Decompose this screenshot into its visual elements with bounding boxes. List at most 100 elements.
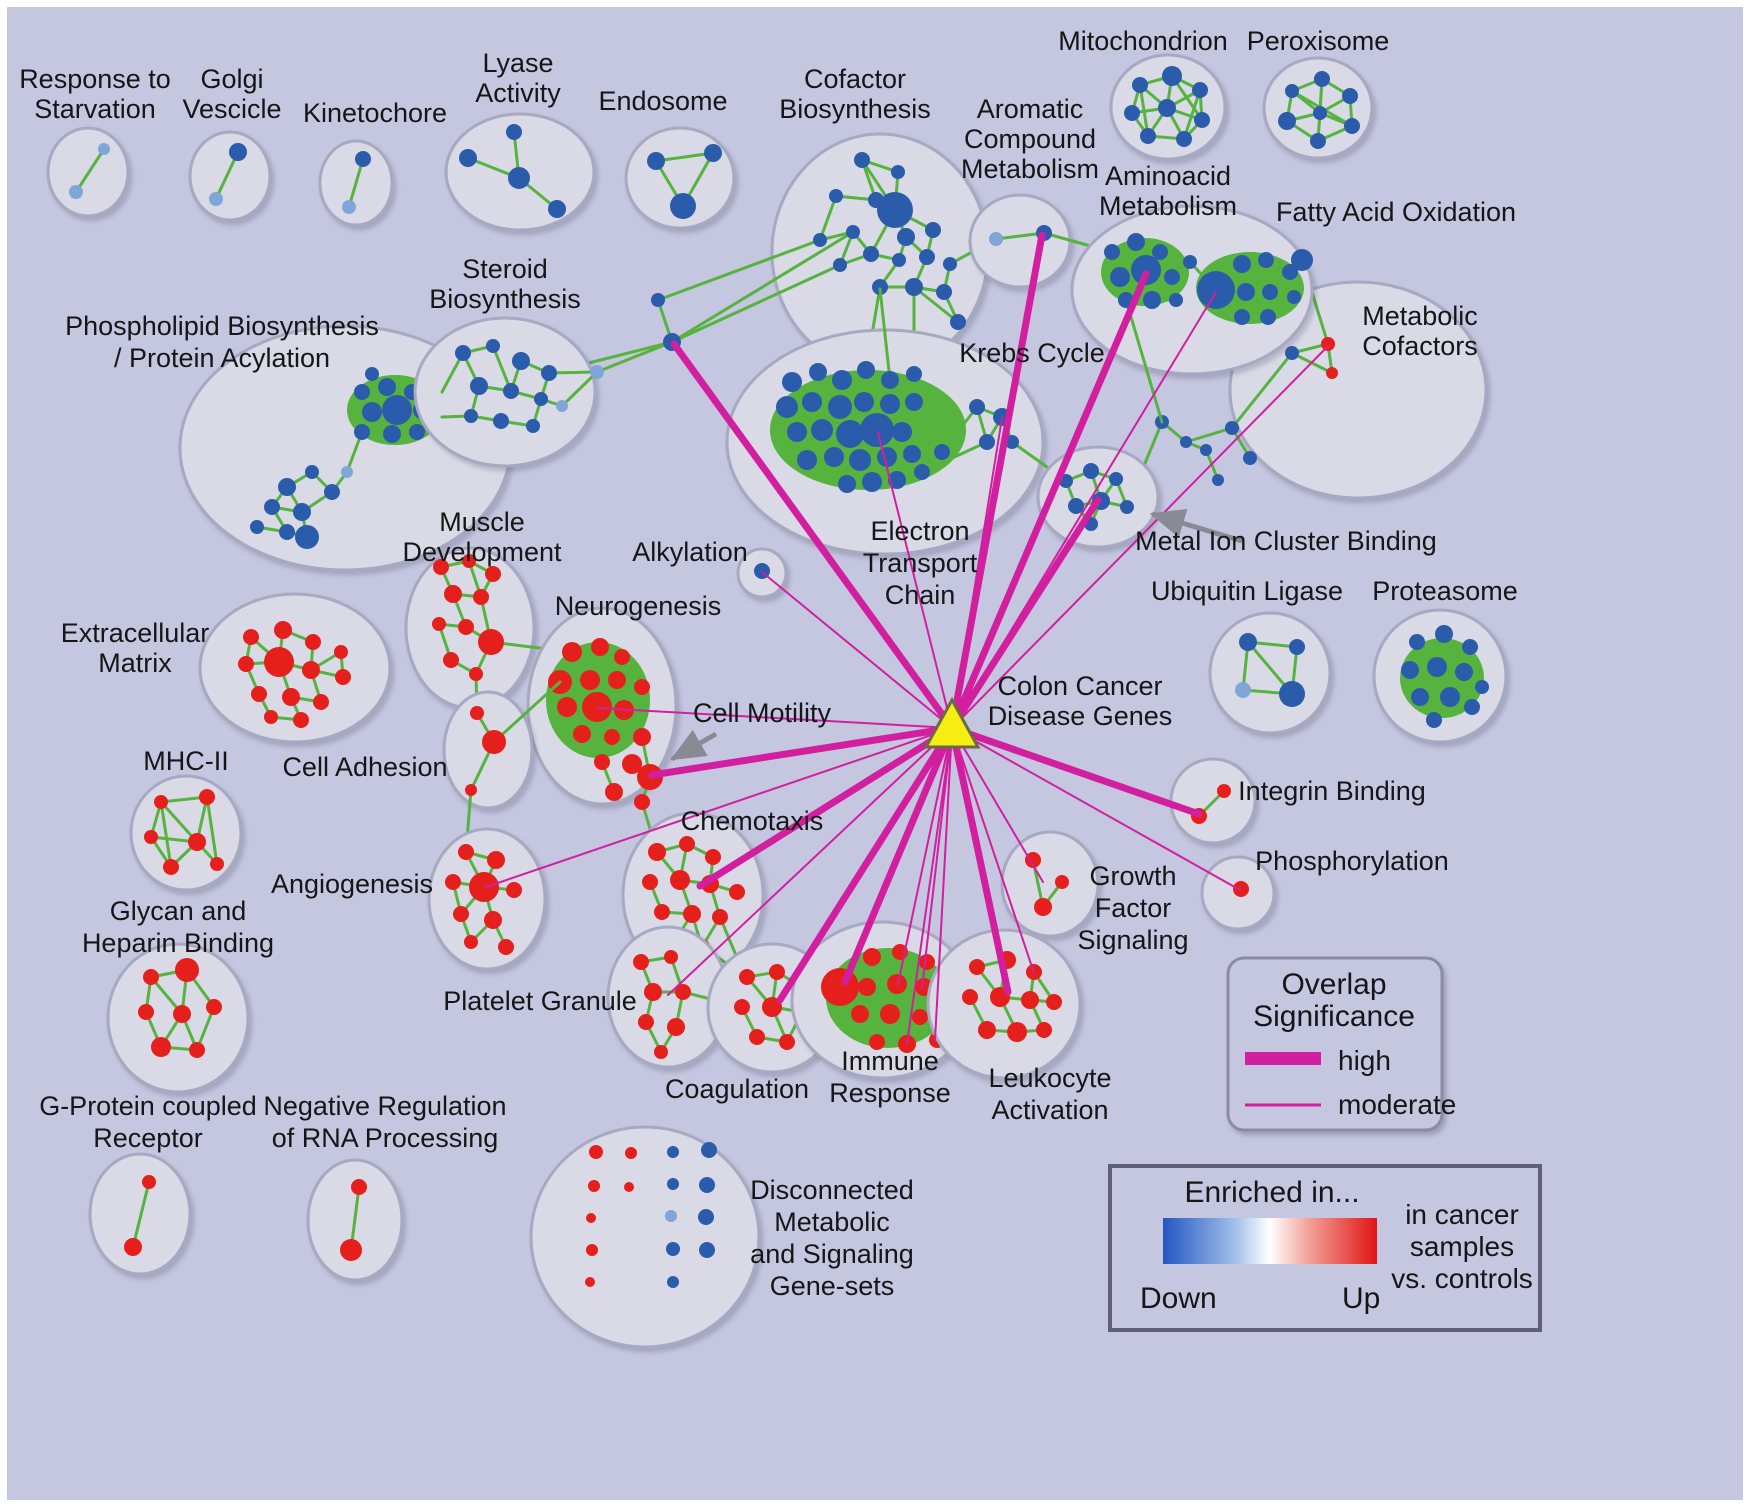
label-proteasome: Proteasome [1372,576,1518,606]
label-metabolic-cofactors-2: Cofactors [1362,331,1478,361]
label-immune-response: Immune [841,1046,939,1076]
legend-high-label: high [1338,1045,1391,1076]
label-kinetochore: Kinetochore [303,98,447,128]
legend-up-label: Up [1342,1282,1380,1315]
cluster-aminoacid-fatty-acid [1070,204,1314,424]
label-metabolic-cofactors: Metabolic [1362,301,1478,331]
cluster-platelet-granule [606,925,744,1069]
label-colon-cancer-disease-genes-2: Disease Genes [988,701,1173,731]
label-negative-regulation-rna: Negative Regulation [263,1091,506,1121]
legend-overlap-box [1226,956,1444,1132]
cluster-glycan-heparin-binding [106,942,250,1094]
legend-high-line [1245,1052,1321,1065]
legend-enrichment-note-2: samples [1410,1231,1514,1262]
legend-overlap: Overlap Significance high moderate [1226,956,1456,1132]
label-growth-factor-signaling-2: Factor [1095,893,1172,923]
legend-down-label: Down [1140,1282,1217,1315]
label-steroid-biosynthesis-2: Biosynthesis [429,284,581,314]
label-glycan-heparin-binding-2: Heparin Binding [82,928,274,958]
cluster-mhc-ii [129,774,243,892]
cluster-labels: Response to Starvation Golgi Vescicle Ki… [19,26,1518,1301]
legend-gradient-bar [1163,1218,1377,1264]
cluster-extracellular-matrix [198,592,392,744]
overlap-edges-moderate [485,291,1329,1045]
label-disconnected-gene-sets-3: and Signaling [750,1239,914,1269]
label-krebs-cycle: Krebs Cycle [959,338,1105,368]
label-neurogenesis: Neurogenesis [555,591,722,621]
cluster-muscle-development [404,546,574,715]
arrow-cell-motility [669,729,718,762]
cluster-angiogenesis [427,827,547,971]
label-glycan-heparin-binding: Glycan and [110,896,247,926]
label-chemotaxis: Chemotaxis [681,806,824,836]
label-extracellular-matrix: Extracellular [61,618,210,648]
label-peroxisome: Peroxisome [1247,26,1390,56]
label-response-to-starvation-2: Starvation [34,94,156,124]
cluster-golgi-vescicle [188,130,272,222]
label-lyase-activity: Lyase [482,48,553,78]
label-immune-response-2: Response [829,1078,951,1108]
label-alkylation: Alkylation [632,537,748,567]
label-phospholipid-biosynthesis-2: / Protein Acylation [114,343,330,373]
label-growth-factor-signaling: Growth [1089,861,1176,891]
label-cell-motility: Cell Motility [693,698,832,728]
label-cell-adhesion: Cell Adhesion [282,752,447,782]
label-aromatic-compound-metabolism-3: Metabolism [961,154,1099,184]
label-coagulation: Coagulation [665,1074,809,1104]
cluster-negative-regulation-rna [306,1158,404,1282]
label-leukocyte-activation-2: Activation [991,1095,1108,1125]
legend-overlap-title: Overlap [1281,968,1386,1001]
label-g-protein-coupled-receptor: G-Protein coupled [39,1091,257,1121]
cluster-growth-factor-signaling [1000,830,1100,938]
legend-enrichment: Enriched in... Down Up in cancer samples… [1108,1164,1542,1332]
cluster-response-to-starvation [46,126,130,218]
label-aminoacid-metabolism-2: Metabolism [1099,191,1237,221]
label-electron-transport-chain-3: Chain [885,580,956,610]
label-aromatic-compound-metabolism: Aromatic [977,94,1084,124]
label-endosome: Endosome [598,86,727,116]
legend-enrichment-note-3: vs. controls [1391,1263,1533,1294]
label-phosphorylation: Phosphorylation [1255,846,1449,876]
cluster-neurogenesis [526,606,678,854]
cluster-electron-transport-chain [725,287,1070,556]
cluster-phosphorylation [1200,855,1276,931]
cluster-kinetochore [318,139,394,227]
label-metal-ion-cluster-binding: Metal Ion Cluster Binding [1135,526,1437,556]
label-disconnected-gene-sets-4: Gene-sets [770,1271,895,1301]
cluster-cell-adhesion [442,680,562,854]
label-leukocyte-activation: Leukocyte [988,1063,1111,1093]
cluster-disconnected-gene-sets [529,1125,761,1349]
label-mhc-ii: MHC-II [143,746,228,776]
overlap-edges-high [648,231,1203,1004]
label-disconnected-gene-sets: Disconnected [750,1175,914,1205]
cluster-ubiquitin-ligase [1208,611,1332,735]
label-integrin-binding: Integrin Binding [1238,776,1426,806]
label-cofactor-biosynthesis: Cofactor [804,64,906,94]
label-phospholipid-biosynthesis: Phospholipid Biosynthesis [65,311,379,341]
label-golgi-vescicle-2: Vescicle [182,94,281,124]
label-platelet-granule: Platelet Granule [443,986,637,1016]
label-muscle-development-2: Development [402,537,562,567]
label-lyase-activity-2: Activity [475,78,561,108]
hub-triangle [923,696,981,749]
label-disconnected-gene-sets-2: Metabolic [774,1207,890,1237]
cluster-steroid-biosynthesis [413,316,604,468]
label-mitochondrion: Mitochondrion [1058,26,1228,56]
legend-overlap-title-2: Significance [1253,1000,1415,1033]
arrow-metal-ion-cluster-binding [1149,508,1243,544]
label-cofactor-biosynthesis-2: Biosynthesis [779,94,931,124]
label-golgi-vescicle: Golgi [200,64,263,94]
cluster-mitochondrion [1109,53,1227,161]
label-colon-cancer-disease-genes: Colon Cancer [997,671,1162,701]
cluster-endosome [624,126,736,230]
label-g-protein-coupled-receptor-2: Receptor [93,1123,203,1153]
label-negative-regulation-rna-2: of RNA Processing [272,1123,499,1153]
label-angiogenesis: Angiogenesis [271,869,433,899]
label-aminoacid-metabolism: Aminoacid [1105,161,1231,191]
cluster-cofactor-biosynthesis [547,132,998,376]
label-growth-factor-signaling-3: Signaling [1077,925,1188,955]
cluster-immune-response [790,920,979,1080]
legend-enrichment-note: in cancer [1405,1199,1519,1230]
